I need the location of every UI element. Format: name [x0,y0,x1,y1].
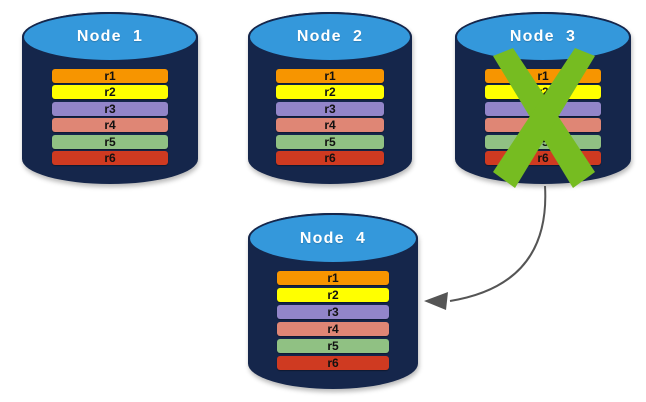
node-1[interactable]: Node 1 r1 r2 r3 r4 r5 r6 [22,12,198,184]
row-bar-r4: r4 [484,118,602,133]
row-bar-r4: r4 [275,118,385,133]
node-3-title: Node 3 [509,27,577,45]
row-bar-r2: r2 [275,85,385,100]
row-bar-r1: r1 [51,68,169,83]
node-1-title: Node 1 [76,27,144,45]
node-3-rows: r1 r2 r3 r4 r5 r6 [484,68,602,166]
cylinder-top-ellipse [22,12,198,62]
row-bar-r1: r1 [275,68,385,83]
node-2-title: Node 2 [296,27,364,45]
row-bar-r6: r6 [275,151,385,166]
row-bar-r5: r5 [276,338,390,353]
arrow-head-icon [424,292,448,310]
row-bar-r5: r5 [275,134,385,149]
row-bar-r2: r2 [276,287,390,302]
row-bar-r3: r3 [275,101,385,116]
node-4[interactable]: Node 4 r1 r2 r3 r4 r5 r6 [248,213,418,389]
row-bar-r3: r3 [484,101,602,116]
cylinder-top-ellipse [248,12,412,62]
row-bar-r5: r5 [484,134,602,149]
row-bar-r6: r6 [484,151,602,166]
row-bar-r3: r3 [51,101,169,116]
row-bar-r2: r2 [484,85,602,100]
node-4-rows: r1 r2 r3 r4 r5 r6 [276,271,390,370]
row-bar-r4: r4 [276,321,390,336]
cylinder-top-ellipse [248,213,418,265]
row-bar-r6: r6 [276,355,390,370]
node-2[interactable]: Node 2 r1 r2 r3 r4 r5 r6 [248,12,412,184]
node-4-title: Node 4 [299,229,367,247]
row-bar-r3: r3 [276,304,390,319]
row-bar-r6: r6 [51,151,169,166]
row-bar-r1: r1 [484,68,602,83]
row-bar-r5: r5 [51,134,169,149]
row-bar-r2: r2 [51,85,169,100]
node-1-rows: r1 r2 r3 r4 r5 r6 [51,68,169,166]
row-bar-r1: r1 [276,271,390,286]
row-bar-r4: r4 [51,118,169,133]
node-3[interactable]: Node 3 r1 r2 r3 r4 r5 r6 [455,12,631,184]
node-2-rows: r1 r2 r3 r4 r5 r6 [275,68,385,166]
